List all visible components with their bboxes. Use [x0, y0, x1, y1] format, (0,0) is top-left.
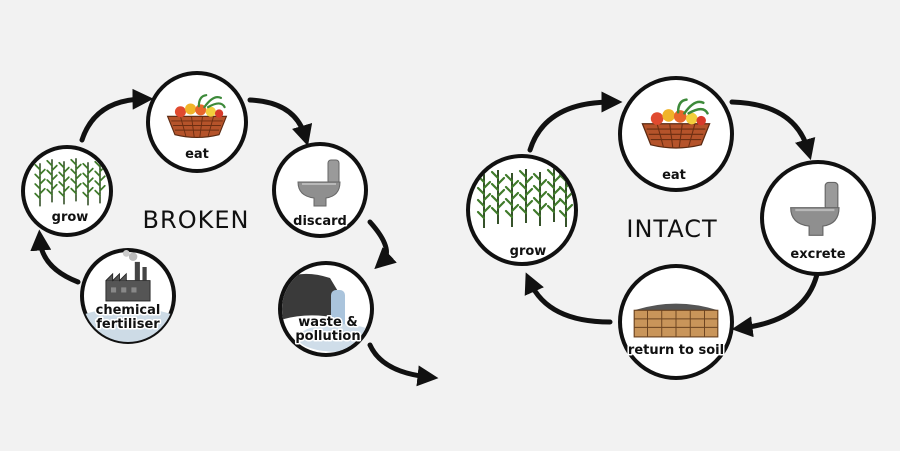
label-eat-intact: eat [662, 168, 686, 183]
node-grow-intact: grow [466, 154, 578, 266]
node-chemical-fertiliser: chemical fertiliser [80, 248, 176, 344]
arrow-eat-to-excrete [729, 99, 816, 161]
label-waste-line1: waste & [298, 315, 357, 330]
label-fertiliser-line1: chemical [96, 303, 161, 318]
node-grow-broken: grow [21, 145, 113, 237]
broken-cycle: BROKEN eat discard waste & [21, 71, 439, 387]
intact-title: INTACT [626, 215, 717, 243]
arrow-eat-to-discard [247, 97, 313, 147]
node-eat-broken: eat [146, 71, 248, 173]
label-grow-broken: grow [52, 210, 89, 225]
compost-bin-icon [633, 303, 719, 338]
label-discard: discard [293, 214, 347, 229]
arrow-waste-out [367, 342, 439, 387]
broken-title: BROKEN [143, 206, 250, 234]
label-waste-line2: pollution [295, 329, 360, 344]
pipe-icon [282, 273, 342, 320]
arrow-grow-to-eat-intact [527, 91, 623, 153]
arrow-fertiliser-to-grow [30, 229, 81, 285]
node-eat-intact: eat [618, 76, 734, 192]
label-eat-broken: eat [185, 147, 209, 162]
arrow-soil-to-grow [524, 272, 613, 325]
arrow-discard-to-waste [367, 219, 397, 270]
node-discard: discard [272, 142, 368, 238]
arrow-excrete-to-soil [731, 267, 821, 338]
intact-cycle: INTACT eat excrete return to soil [466, 76, 876, 380]
node-waste-pollution: waste & pollution [278, 261, 374, 357]
node-excrete: excrete [760, 160, 876, 276]
label-return-to-soil: return to soil [628, 343, 724, 358]
arrow-grow-to-eat [79, 88, 154, 143]
label-fertiliser-line2: fertiliser [96, 317, 160, 332]
label-grow-intact: grow [510, 244, 547, 259]
node-return-to-soil: return to soil [618, 264, 734, 380]
water-spill-icon [331, 290, 345, 330]
label-excrete: excrete [790, 247, 845, 262]
